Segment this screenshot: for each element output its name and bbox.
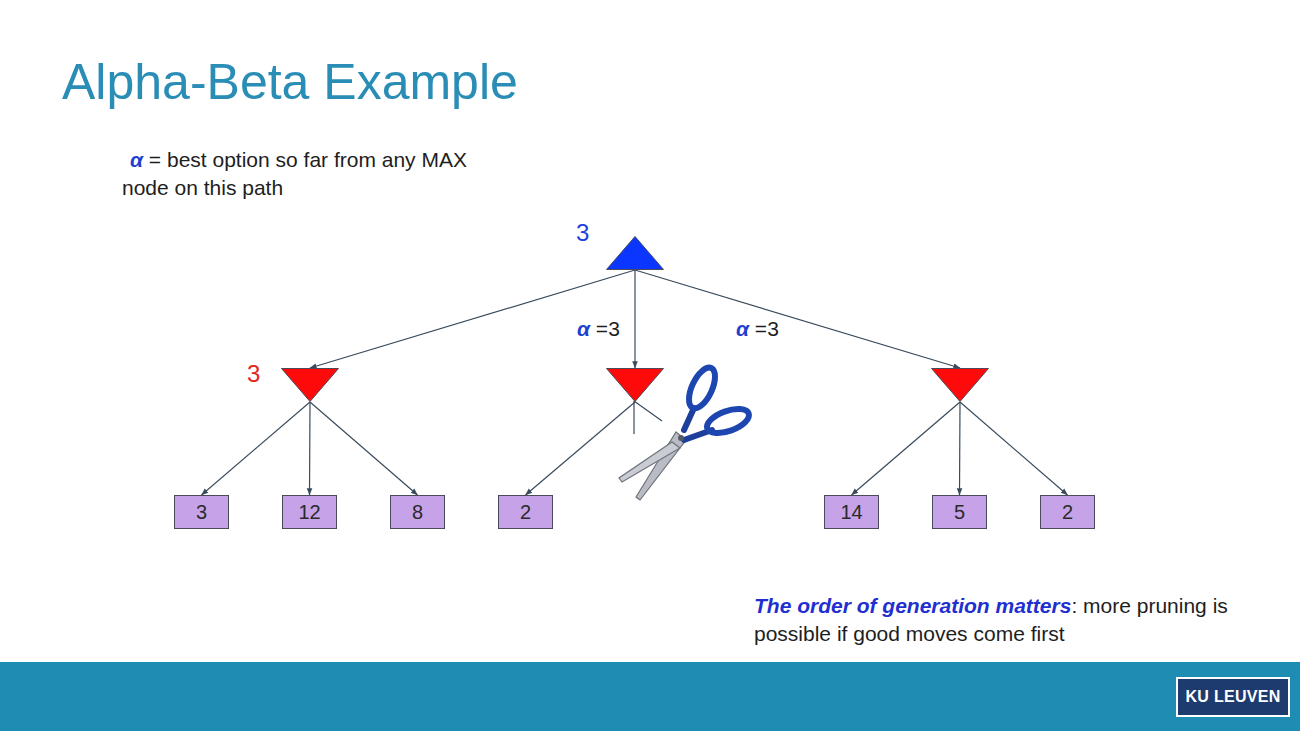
tree-edge	[959, 402, 961, 495]
slide-title: Alpha-Beta Example	[62, 52, 518, 112]
leaf-value: 5	[954, 501, 965, 524]
min-node	[931, 368, 989, 402]
node-value: 3	[247, 360, 260, 388]
leaf-box: 14	[824, 495, 879, 529]
tree-edge	[634, 270, 635, 368]
logo-text: KU LEUVEN	[1185, 688, 1280, 706]
leaf-value: 12	[298, 501, 320, 524]
leaf-box: 12	[282, 495, 337, 529]
leaf-box: 5	[932, 495, 987, 529]
footer-band	[0, 662, 1300, 731]
scissors-pivot	[678, 435, 684, 441]
min-node	[606, 368, 664, 402]
min-node: 3	[281, 368, 339, 402]
tree-edge	[309, 402, 311, 495]
leaf-value: 2	[520, 501, 531, 524]
max-triangle	[607, 237, 664, 270]
alpha-value: α =3	[736, 316, 779, 342]
alpha-note: α = best option so far from any MAX node…	[122, 146, 467, 202]
logo-box: KU LEUVEN	[1176, 677, 1290, 717]
alpha-definition: α = best option so far from any MAX node…	[122, 148, 467, 199]
scissors-shank	[684, 430, 712, 440]
min-triangle	[932, 369, 989, 402]
leaf-box: 3	[174, 495, 229, 529]
scissors-blade	[619, 442, 680, 482]
min-triangle	[607, 369, 664, 402]
scissors-blade	[636, 432, 686, 500]
leaf-value: 8	[412, 501, 423, 524]
leaf-box: 2	[1040, 495, 1095, 529]
triangle-shape	[281, 368, 339, 402]
tree-edge	[202, 402, 311, 495]
leaf-box: 8	[390, 495, 445, 529]
tree-edge	[852, 402, 961, 495]
triangle-shape	[931, 368, 989, 402]
pruned-branch	[633, 401, 634, 434]
bottom-note: The order of generation matters: more pr…	[754, 592, 1289, 648]
tree-edge	[526, 402, 636, 495]
max-node: 3	[606, 236, 664, 270]
scissors-handle	[704, 404, 752, 438]
triangle-shape	[606, 368, 664, 402]
tree-edge	[635, 270, 960, 368]
note-emphasis: The order of generation matters	[754, 594, 1071, 617]
tree-edge	[960, 402, 1068, 495]
scissors-shank	[684, 408, 694, 430]
scissors-handle	[684, 364, 721, 412]
leaf-box: 2	[498, 495, 553, 529]
title-slot: Alpha-Beta Example	[62, 52, 518, 112]
tree-edge	[310, 402, 418, 495]
leaf-value: 2	[1062, 501, 1073, 524]
min-triangle	[282, 369, 339, 402]
node-value: 3	[576, 219, 589, 247]
pruned-branch	[634, 401, 662, 421]
alpha-value: α =3	[577, 316, 620, 342]
tree-edge	[310, 270, 635, 368]
leaf-value: 14	[840, 501, 862, 524]
scissors	[619, 364, 752, 500]
triangle-shape	[606, 236, 664, 270]
leaf-value: 3	[196, 501, 207, 524]
